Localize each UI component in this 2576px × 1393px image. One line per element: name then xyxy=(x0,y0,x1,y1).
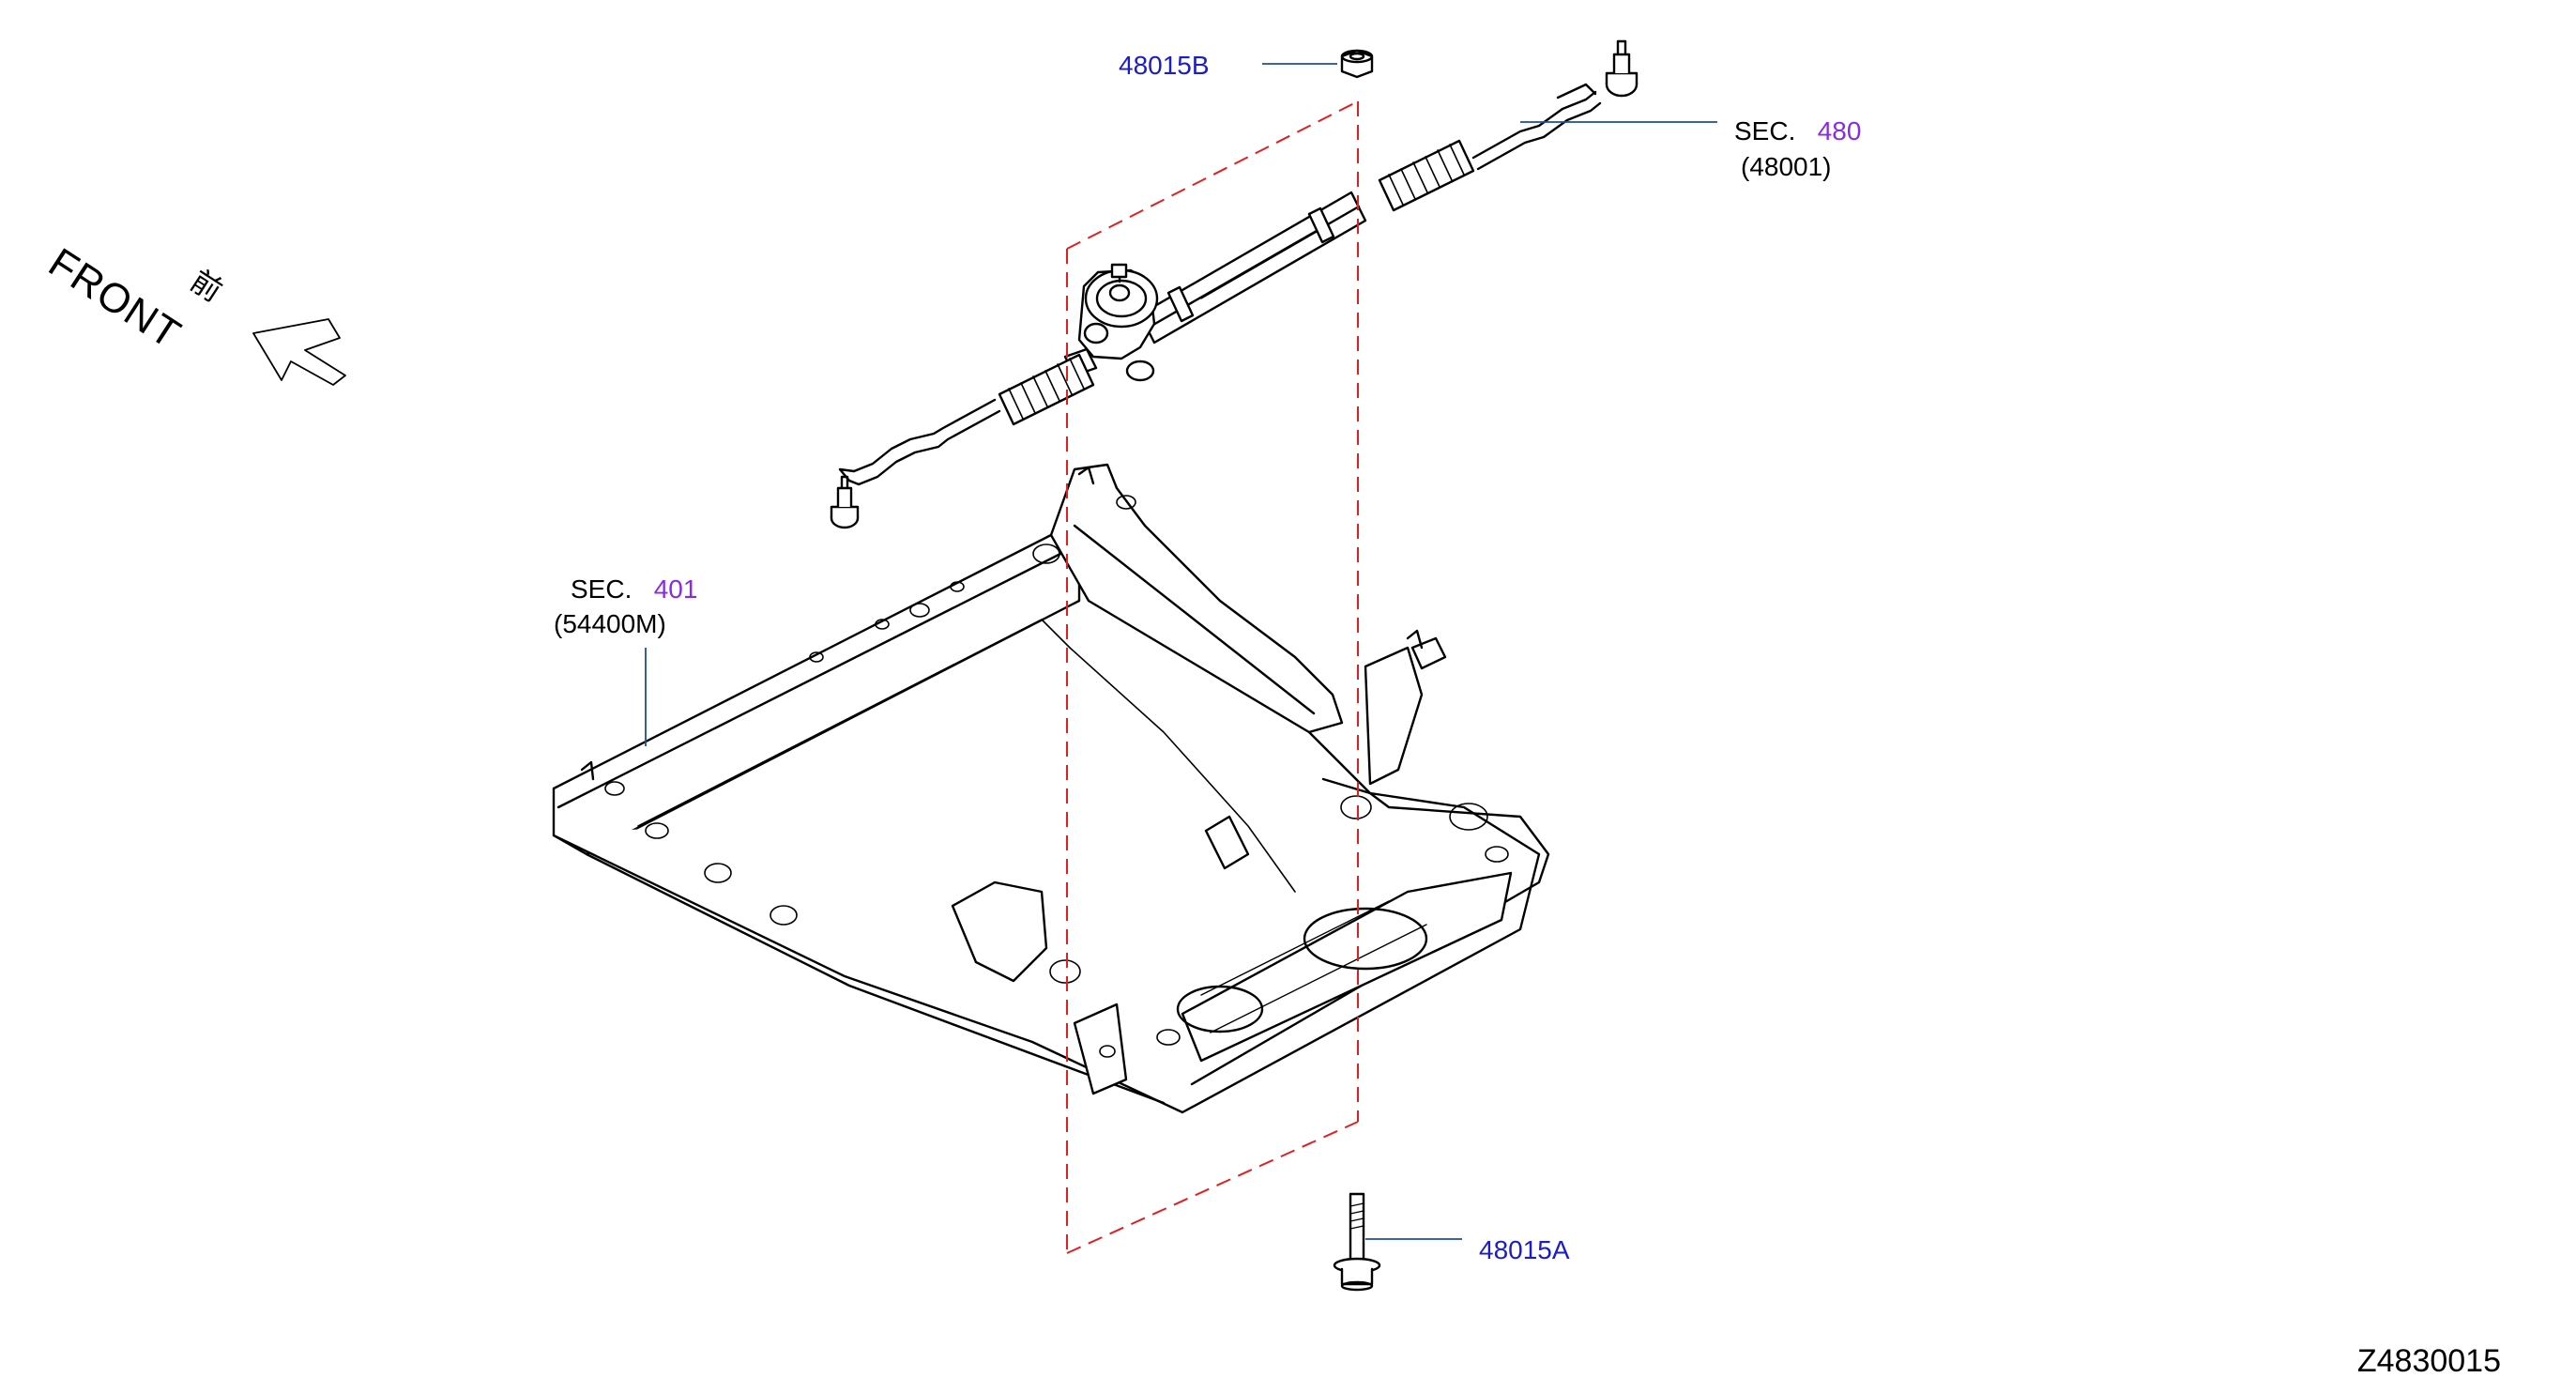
sec-prefix-480: SEC. xyxy=(1734,116,1796,145)
sec-prefix-401: SEC. xyxy=(571,574,633,604)
phantom-alignment-lines xyxy=(1066,100,1359,1254)
nut-48015b xyxy=(1340,49,1374,79)
section-link-401[interactable]: 401 xyxy=(653,574,698,604)
figure-number: Z4830015 xyxy=(2356,1343,2501,1379)
steering-gear-assembly xyxy=(830,39,1639,529)
part-number-48015b[interactable]: 48015B xyxy=(1119,51,1210,80)
front-direction-arrow-icon xyxy=(252,318,346,386)
front-suspension-member xyxy=(552,463,1550,1114)
part-ref-54400m: (54400M) xyxy=(554,609,666,638)
leader-lines xyxy=(645,63,1717,1240)
section-link-480[interactable]: 480 xyxy=(1817,116,1862,145)
part-ref-48001: (48001) xyxy=(1741,152,1832,181)
part-number-48015a[interactable]: 48015A xyxy=(1479,1235,1570,1264)
steering-gear-callout: SEC. 480 xyxy=(1734,118,1861,145)
bolt-48015a xyxy=(1333,1192,1381,1292)
member-callout: SEC. 401 xyxy=(571,576,697,603)
